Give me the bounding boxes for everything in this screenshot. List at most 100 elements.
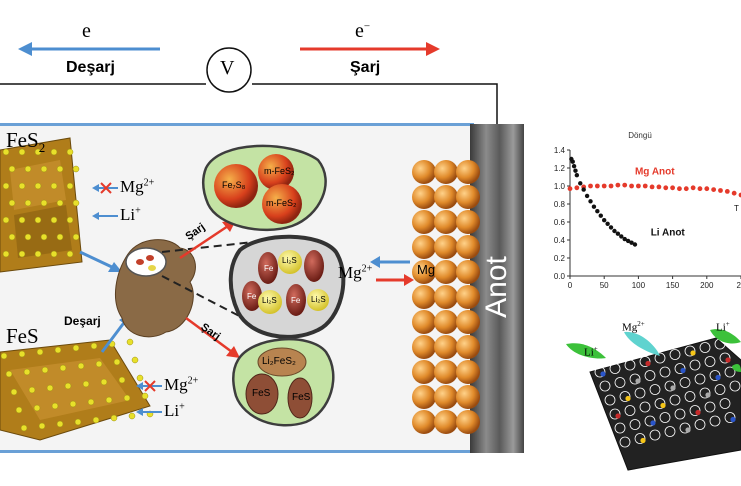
sulfur-atom bbox=[38, 422, 46, 430]
mg-sphere bbox=[456, 260, 480, 284]
mg-sphere bbox=[412, 335, 436, 359]
mg-sphere bbox=[434, 360, 458, 384]
sulfur-atom bbox=[72, 233, 80, 241]
annotation-mg-anot: Mg Anot bbox=[635, 166, 675, 177]
charge-arrow bbox=[300, 42, 440, 56]
discharge-center-label: Deşarj bbox=[64, 314, 101, 328]
circuit-wire-right bbox=[252, 83, 498, 124]
bubble-middle-label-6: Fe bbox=[291, 296, 301, 305]
data-point bbox=[598, 213, 603, 218]
x-tick-label: 0 bbox=[568, 281, 573, 290]
sulfur-atom bbox=[8, 233, 16, 241]
sulfur-atom bbox=[56, 233, 64, 241]
graphene-mg-ion-label: Mg2+ bbox=[622, 320, 645, 334]
sulfur-atom bbox=[51, 402, 59, 410]
sulfur-atom bbox=[8, 165, 16, 173]
electron-left-label: e bbox=[82, 20, 91, 42]
sulfur-atom bbox=[77, 362, 85, 370]
data-point bbox=[636, 183, 641, 189]
bubble-middle-label-2: Fe bbox=[264, 264, 274, 273]
mg-ion-bottom-label: Mg2+ bbox=[164, 375, 199, 394]
data-point bbox=[622, 236, 627, 242]
sulfur-atom bbox=[74, 418, 82, 426]
mg-sphere bbox=[456, 235, 480, 259]
chart-title: Döngü bbox=[628, 131, 652, 140]
data-point bbox=[608, 225, 614, 230]
sulfur-atom bbox=[118, 376, 126, 384]
charge-label: Şarj bbox=[350, 59, 381, 76]
middle-bubble bbox=[228, 234, 346, 339]
mg-sphere bbox=[434, 385, 458, 409]
data-point bbox=[608, 183, 614, 189]
data-point bbox=[622, 182, 628, 188]
graphene-li-ion-right-label: Li+ bbox=[716, 320, 730, 334]
y-tick-label: 1.0 bbox=[554, 182, 566, 191]
sulfur-atom bbox=[34, 216, 42, 224]
electron-right-label: e− bbox=[355, 20, 371, 42]
mg-sphere bbox=[412, 385, 436, 409]
mg-sphere bbox=[456, 410, 480, 434]
ion-arrows-bottom bbox=[136, 380, 162, 416]
bubble-lower-label-2: FeS bbox=[252, 388, 271, 399]
mg-sphere bbox=[434, 335, 458, 359]
graphene-li-ion-left-label: Li+ bbox=[584, 345, 598, 359]
bubble-upper-label-2: m-FeS₂ bbox=[264, 166, 295, 176]
x-tick-label: 200 bbox=[700, 281, 714, 290]
sulfur-atom bbox=[15, 406, 23, 414]
sulfur-atom bbox=[72, 165, 80, 173]
mg-sphere bbox=[412, 410, 436, 434]
li-ion-top-label: Li+ bbox=[120, 205, 141, 224]
bubble-upper-label-3: m-FeS₂ bbox=[266, 198, 297, 208]
sulfur-atom bbox=[56, 199, 64, 207]
discharge-particle bbox=[115, 239, 196, 338]
data-point bbox=[605, 221, 610, 226]
mg-sphere bbox=[412, 360, 436, 384]
sulfur-atom bbox=[136, 374, 144, 382]
y-tick-label: 1.2 bbox=[554, 164, 566, 173]
sulfur-atom bbox=[34, 250, 42, 258]
sulfur-atom bbox=[50, 148, 58, 156]
annotation-t: T bbox=[734, 204, 739, 213]
data-point bbox=[656, 184, 662, 190]
sulfur-atom bbox=[40, 165, 48, 173]
sulfur-atom bbox=[40, 199, 48, 207]
bubble-lower-label-3: FeS bbox=[292, 392, 311, 403]
sulfur-atom bbox=[105, 396, 113, 404]
sulfur-atom bbox=[131, 356, 139, 364]
mg-sphere bbox=[412, 160, 436, 184]
data-point bbox=[595, 209, 600, 214]
sulfur-atom bbox=[2, 148, 10, 156]
x-tick-label: 100 bbox=[632, 281, 646, 290]
mg-sphere bbox=[412, 310, 436, 334]
mg-sphere bbox=[434, 410, 458, 434]
mg-sphere bbox=[412, 285, 436, 309]
data-point bbox=[649, 184, 655, 190]
y-tick-label: 0.2 bbox=[554, 254, 566, 263]
mg-sphere bbox=[456, 360, 480, 384]
sulfur-atom bbox=[92, 416, 100, 424]
series-li-anot bbox=[569, 156, 638, 247]
sulfur-atom bbox=[24, 165, 32, 173]
sulfur-atom bbox=[123, 394, 131, 402]
mg-sphere bbox=[456, 185, 480, 209]
sulfur-atom bbox=[82, 380, 90, 388]
sulfur-atom bbox=[5, 370, 13, 378]
data-point bbox=[574, 185, 580, 191]
sulfur-atom bbox=[33, 404, 41, 412]
sulfur-atom bbox=[34, 148, 42, 156]
data-point bbox=[724, 189, 730, 194]
sulfur-atom bbox=[50, 216, 58, 224]
mg-sphere bbox=[456, 310, 480, 334]
sulfur-atom bbox=[28, 386, 36, 394]
sulfur-atom bbox=[18, 350, 26, 358]
upper-bubble bbox=[202, 144, 327, 232]
x-tick-label: 150 bbox=[666, 281, 680, 290]
data-point bbox=[629, 183, 634, 189]
mg-sphere bbox=[456, 210, 480, 234]
data-point bbox=[615, 231, 621, 236]
mg-sphere bbox=[412, 260, 436, 284]
sulfur-atom bbox=[126, 338, 134, 346]
ion-arrows-top bbox=[92, 182, 118, 220]
